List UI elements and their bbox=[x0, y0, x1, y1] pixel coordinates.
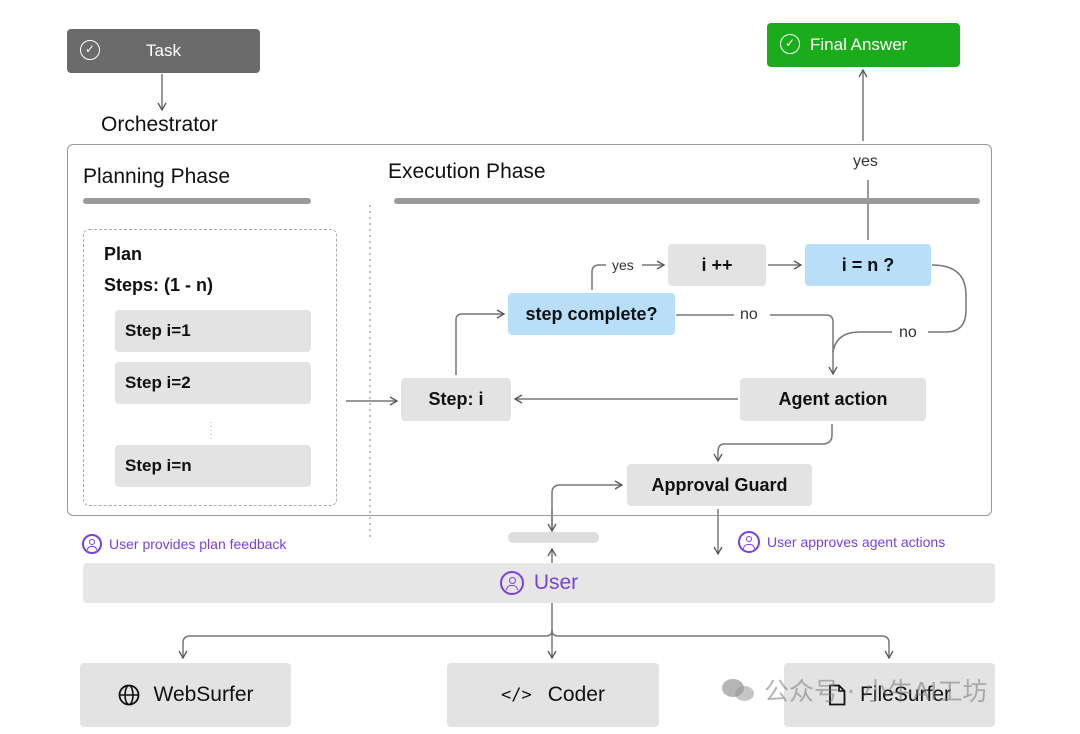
execution-phase-bar bbox=[394, 198, 980, 204]
file-icon bbox=[829, 684, 846, 706]
plan-title: Plan bbox=[104, 244, 143, 264]
user-circle-icon bbox=[499, 571, 524, 595]
plan-feedback-text: User provides plan feedback bbox=[109, 536, 287, 552]
step-complete-decision: step complete? bbox=[508, 293, 675, 335]
coder-agent: </> Coder bbox=[447, 663, 659, 727]
coder-label: Coder bbox=[547, 683, 605, 706]
user-label: User bbox=[533, 571, 579, 594]
websurfer-label: WebSurfer bbox=[153, 683, 254, 706]
code-icon: </> bbox=[501, 685, 532, 705]
final-answer-node: ✓ Final Answer bbox=[767, 23, 960, 67]
task-node: ✓ Task bbox=[67, 29, 260, 73]
approves-actions-note: User approves agent actions bbox=[738, 531, 945, 553]
user-circle-icon bbox=[82, 534, 102, 554]
filesurfer-agent: FileSurfer bbox=[784, 663, 995, 727]
watermark-text: 公众号 · 小牛AI工坊 bbox=[764, 677, 988, 706]
wechat-icon bbox=[722, 677, 756, 703]
planning-phase-bar bbox=[83, 198, 311, 204]
planning-phase-title: Planning Phase bbox=[83, 165, 231, 188]
check-circle-icon: ✓ bbox=[80, 40, 100, 60]
plan-step-n: Step i=n bbox=[115, 445, 311, 487]
final-answer-label: Final Answer bbox=[810, 35, 908, 54]
final-yes-label: yes bbox=[853, 153, 878, 170]
user-bar: User bbox=[83, 563, 995, 603]
plan-steps-label: Steps: (1 - n) bbox=[104, 275, 214, 295]
check-circle-icon: ✓ bbox=[780, 34, 800, 54]
increment-node: i ++ bbox=[668, 244, 766, 286]
feedback-bar bbox=[508, 532, 599, 543]
agent-action-node: Agent action bbox=[740, 378, 926, 421]
globe-icon bbox=[118, 684, 139, 706]
filesurfer-label: FileSurfer bbox=[859, 683, 952, 706]
user-circle-icon bbox=[738, 531, 760, 553]
step-complete-yes-label: yes bbox=[612, 257, 634, 273]
approves-actions-text: User approves agent actions bbox=[767, 534, 946, 550]
task-label: Task bbox=[146, 41, 181, 60]
execution-phase-title: Execution Phase bbox=[388, 160, 546, 183]
websurfer-agent: WebSurfer bbox=[80, 663, 291, 727]
i-equals-n-no-label: no bbox=[899, 324, 917, 341]
plan-step-2: Step i=2 bbox=[115, 362, 311, 404]
approval-guard-node: Approval Guard bbox=[627, 464, 812, 506]
step-i-node: Step: i bbox=[401, 378, 511, 421]
step-complete-no-label: no bbox=[740, 306, 758, 323]
plan-feedback-note: User provides plan feedback bbox=[82, 534, 286, 554]
orchestrator-title: Orchestrator bbox=[101, 113, 218, 136]
plan-box bbox=[83, 229, 337, 506]
plan-step-1: Step i=1 bbox=[115, 310, 311, 352]
orchestrator-container bbox=[67, 144, 992, 516]
i-equals-n-decision: i = n ? bbox=[805, 244, 931, 286]
watermark: 公众号 · 小牛AI工坊 bbox=[722, 672, 987, 708]
